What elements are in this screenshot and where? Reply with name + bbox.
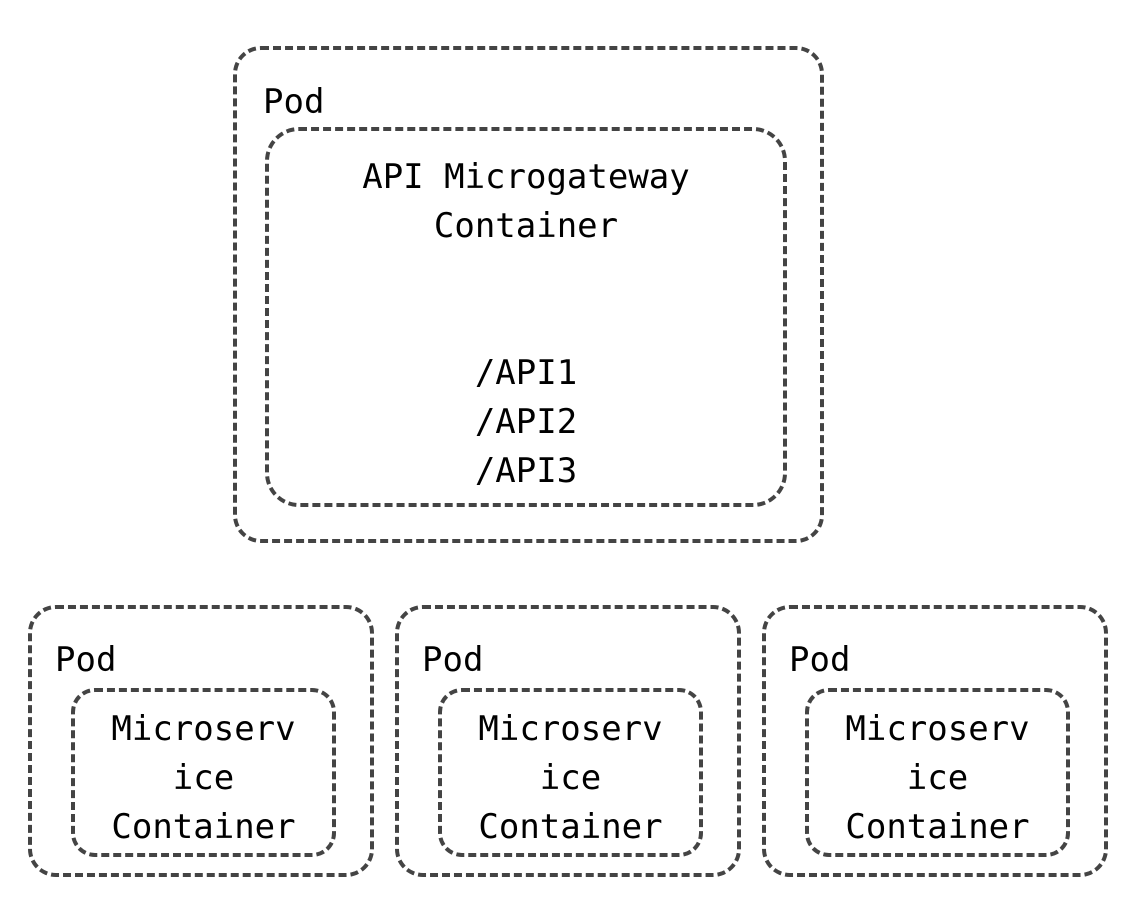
microservice-container-1-text: Microserv ice Container [75, 705, 332, 852]
service-pod-3 [762, 605, 1108, 877]
container-text-line: Container [111, 807, 296, 847]
gateway-routes: /API1 /API2 /API3 [269, 349, 783, 496]
container-text-line: Container [478, 807, 663, 847]
container-text-line: Container [845, 807, 1030, 847]
service-pod-3-label: Pod [789, 640, 851, 680]
container-text-line: ice [906, 758, 969, 798]
microservice-container-1: Microserv ice Container [71, 688, 336, 857]
service-pod-2 [395, 605, 741, 877]
route-api2: /API2 [474, 402, 578, 442]
microservice-container-2-text: Microserv ice Container [442, 705, 699, 852]
gateway-pod [233, 46, 824, 543]
service-pod-2-label: Pod [422, 640, 484, 680]
service-pod-1 [28, 605, 374, 877]
api-microgateway-container: API Microgateway Container /API1 /API2 /… [265, 127, 787, 507]
gateway-container-title: API Microgateway Container [269, 153, 783, 251]
container-text-line: Microserv [478, 709, 663, 749]
route-api3: /API3 [474, 451, 578, 491]
microservice-container-3-text: Microserv ice Container [809, 705, 1066, 852]
route-api1: /API1 [474, 353, 578, 393]
service-pod-1-label: Pod [55, 640, 117, 680]
gateway-title-line: API Microgateway [362, 157, 690, 197]
container-text-line: ice [539, 758, 602, 798]
gateway-title-line: Container [433, 206, 619, 246]
microservice-container-3: Microserv ice Container [805, 688, 1070, 857]
microservice-container-2: Microserv ice Container [438, 688, 703, 857]
container-text-line: Microserv [845, 709, 1030, 749]
gateway-pod-label: Pod [263, 82, 325, 122]
container-text-line: Microserv [111, 709, 296, 749]
container-text-line: ice [172, 758, 235, 798]
